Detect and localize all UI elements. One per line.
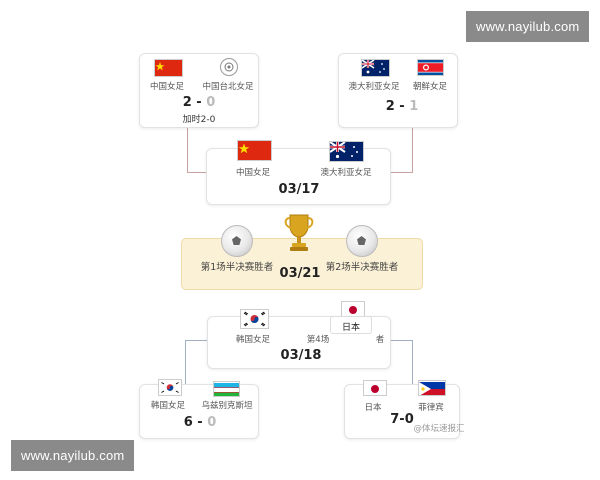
match-date: 03/18 xyxy=(280,348,322,363)
team-a-label: 澳大利亚女足 xyxy=(348,82,400,92)
team-a-label: 日本 xyxy=(364,403,382,413)
score-a: 2 xyxy=(182,95,192,110)
score-b: 1 xyxy=(409,99,419,114)
score-b: 0 xyxy=(206,95,216,110)
championship-date: 03/21 xyxy=(279,266,321,281)
match-score: 2 - 0 xyxy=(182,95,216,110)
connector-line xyxy=(390,340,412,341)
china-flag-icon xyxy=(154,59,183,77)
connector-line xyxy=(185,340,186,384)
trophy-icon xyxy=(282,212,316,254)
extra-time-note: 加时2-0 xyxy=(182,115,216,125)
team-b-label: 朝鲜女足 xyxy=(412,82,448,92)
connector-line xyxy=(185,340,209,341)
team-a-label: 中国女足 xyxy=(235,168,271,178)
match-card-third-place[interactable]: 日本 韩国女足 第4场 者 03/18 xyxy=(207,301,391,369)
australia-flag-icon xyxy=(361,59,390,77)
china-flag-icon xyxy=(237,140,272,161)
connector-line xyxy=(388,172,413,173)
match-score: 2 - 1 xyxy=(385,99,419,114)
team-b-prefix: 第4场 xyxy=(306,335,330,345)
score-a: 6 xyxy=(183,415,193,430)
match-date: 03/17 xyxy=(278,182,320,197)
japan-flag-icon xyxy=(363,380,387,396)
uzbekistan-flag-icon xyxy=(213,381,240,397)
soccer-ball-icon xyxy=(221,225,253,257)
south-korea-flag-icon xyxy=(158,379,182,396)
match-card-semi2[interactable]: 澳大利亚女足 朝鲜女足 2 - 1 xyxy=(338,53,458,128)
match-card-semi1[interactable]: 中国女足 中国台北女足 2 - 0 加时2-0 xyxy=(139,53,259,128)
team-a-label: 韩国女足 xyxy=(150,401,186,411)
team-b-suffix: 者 xyxy=(375,335,385,345)
team-b-label: 乌兹别克斯坦 xyxy=(201,401,253,411)
watermark-bottom: www.nayilub.com xyxy=(11,440,135,471)
semifinal-1-winner-label: 第1场半决赛胜者 xyxy=(200,262,274,273)
team-a-label: 韩国女足 xyxy=(235,335,271,345)
semifinal-2-winner-label: 第2场半决赛胜者 xyxy=(325,262,399,273)
match-card-semi3[interactable]: 韩国女足 乌兹别克斯坦 6 - 0 xyxy=(139,379,259,439)
japan-flag-icon xyxy=(341,301,365,317)
match-card-semi4[interactable]: 日本 菲律宾 7-0 @体坛速报汇 xyxy=(344,380,465,439)
chinese-taipei-flag-icon xyxy=(220,58,238,76)
japan-tag-label: 日本 xyxy=(341,323,361,333)
match-score: 7-0 xyxy=(390,412,414,427)
source-credit: @体坛速报汇 xyxy=(413,424,465,434)
score-a: 2 xyxy=(385,99,395,114)
score-b: 0 xyxy=(207,415,217,430)
south-korea-flag-icon xyxy=(240,309,269,329)
team-a-label: 中国女足 xyxy=(149,82,185,92)
connector-line xyxy=(187,172,210,173)
team-b-label: 菲律宾 xyxy=(418,403,444,413)
connector-line xyxy=(412,126,413,172)
match-score: 6 - 0 xyxy=(183,415,217,430)
team-b-label: 澳大利亚女足 xyxy=(320,168,372,178)
match-card-final[interactable]: 中国女足 澳大利亚女足 03/17 xyxy=(206,140,391,205)
connector-line xyxy=(187,126,188,172)
watermark-top: www.nayilub.com xyxy=(466,11,590,42)
australia-flag-icon xyxy=(329,141,364,162)
philippines-flag-icon xyxy=(418,380,446,396)
soccer-ball-icon xyxy=(346,225,378,257)
north-korea-flag-icon xyxy=(417,59,444,76)
team-b-label: 中国台北女足 xyxy=(202,82,254,92)
connector-line xyxy=(412,340,413,384)
japan-tag: 日本 xyxy=(330,316,372,334)
